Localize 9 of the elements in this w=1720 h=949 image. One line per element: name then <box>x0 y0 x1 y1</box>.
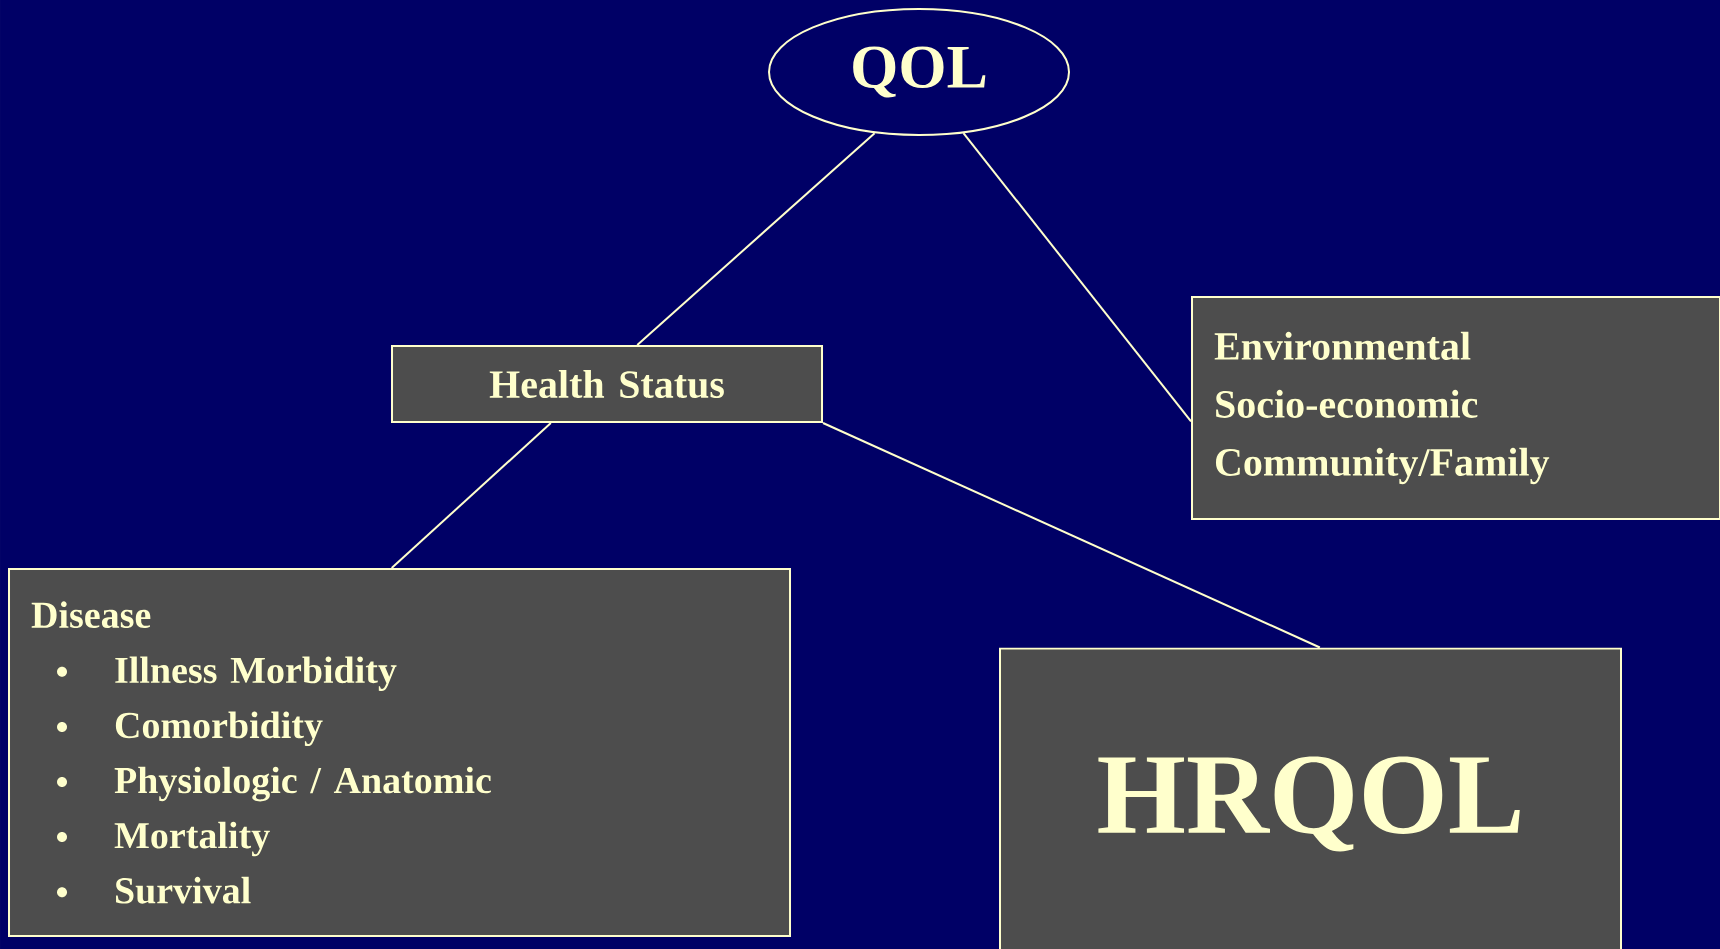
list-box: Disease Illness Morbidity Comorbidity Physiologic / Anatomic Mortality Survival <box>8 568 791 937</box>
factor-box: Environmental Socio-economic Community/Family <box>1191 296 1720 520</box>
outcome-box: HRQOL <box>999 647 1622 949</box>
category-box: Health Status <box>391 345 823 423</box>
connector-line <box>636 132 876 346</box>
connector-line <box>822 422 1321 649</box>
connector-line <box>962 132 1192 423</box>
oval-node: QOL <box>768 8 1070 136</box>
connector-line <box>390 422 552 569</box>
